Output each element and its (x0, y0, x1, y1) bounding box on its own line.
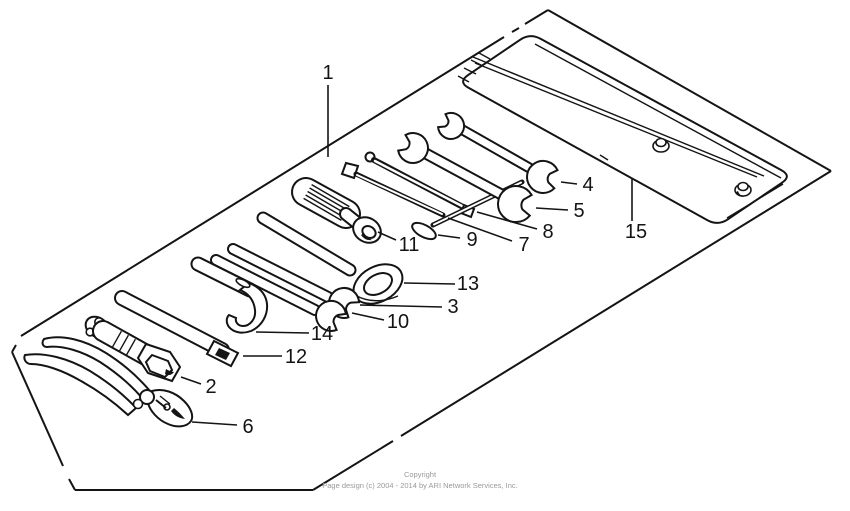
pliers (23, 336, 194, 428)
tool-bag-flap-edge-2 (474, 62, 758, 178)
tool-bag-flap-edge (472, 56, 765, 177)
callout-11-label: 11 (399, 234, 420, 256)
hook-spanner-hook (225, 281, 269, 334)
snap-button-1 (652, 137, 670, 153)
callout-4-leader (560, 181, 578, 185)
snap-button-2 (734, 181, 752, 197)
panel-edge-bottom-left (11, 351, 76, 491)
wrench-10-head (315, 299, 348, 332)
callout-12-label: 12 (285, 346, 307, 368)
hook-spanner (190, 256, 269, 334)
callout-9-label: 9 (466, 229, 477, 251)
watermark-line1: Copyright (403, 470, 437, 479)
panel-edge-top-left (11, 9, 549, 353)
tool-bag-bottom-inner-edge (726, 183, 784, 219)
callout-6-leader (191, 421, 238, 426)
spark-plug-wrench (84, 315, 182, 383)
callout-14-label: 14 (311, 323, 333, 345)
callout-2-leader (180, 376, 202, 385)
tool-bag (457, 35, 788, 224)
callout-5-label: 5 (573, 200, 584, 222)
wrench-5-head-bottom (497, 185, 533, 223)
pliers-lower-handle (23, 353, 138, 417)
callout-5-leader (535, 207, 569, 211)
handle-bar (114, 290, 240, 368)
callout-15-label: 15 (625, 221, 647, 243)
callout-10-label: 10 (387, 311, 409, 333)
tool-bag-body (462, 35, 788, 224)
callout-8-leader (476, 211, 538, 230)
callout-1-label: 1 (322, 62, 333, 84)
callout-10-leader (351, 312, 385, 321)
kit-panel-outline (11, 9, 832, 491)
tool-bag-corner-hatching (457, 52, 609, 161)
wrench-4-head-bottom (526, 160, 559, 194)
screwdriver-blade-short (340, 161, 446, 218)
flat-wrench-lower (210, 254, 348, 332)
open-end-wrench-small (437, 111, 559, 194)
grip-rod-spade-end (411, 221, 437, 241)
handle-knurl-lines (303, 183, 350, 222)
wrench-4-head-top (437, 111, 466, 140)
screwdriver-handle (291, 177, 382, 244)
callout-3-leader (359, 304, 443, 308)
wrench-5-head-top (397, 132, 429, 164)
callout-8-label: 8 (542, 221, 553, 243)
callout-7-leader (447, 217, 513, 242)
callout-13-label: 13 (457, 273, 479, 295)
callout-13-leader (403, 282, 456, 285)
panel-edge-bottom-right (312, 170, 832, 491)
tool-bag-top-inner-edge (534, 43, 782, 179)
watermark-line2: Page design (c) 2004 - 2014 by ARI Netwo… (322, 480, 518, 490)
callout-6-label: 6 (242, 416, 253, 438)
hook-spanner-slot (235, 277, 251, 289)
open-end-wrench-large (397, 132, 533, 223)
callout-2-label: 2 (205, 376, 216, 398)
callout-14-leader (255, 331, 310, 334)
pliers-upper-handle (41, 336, 152, 401)
watermark: Copyright Page design (c) 2004 - 2014 by… (295, 470, 545, 491)
pliers-pivot-bolt (139, 389, 155, 405)
panel-edge-top-right (547, 9, 832, 172)
callout-3-label: 3 (447, 296, 458, 318)
callout-11-leader (377, 231, 397, 241)
callout-9-leader (437, 234, 461, 239)
callout-4-label: 4 (582, 174, 593, 196)
callout-7-label: 7 (518, 234, 529, 256)
